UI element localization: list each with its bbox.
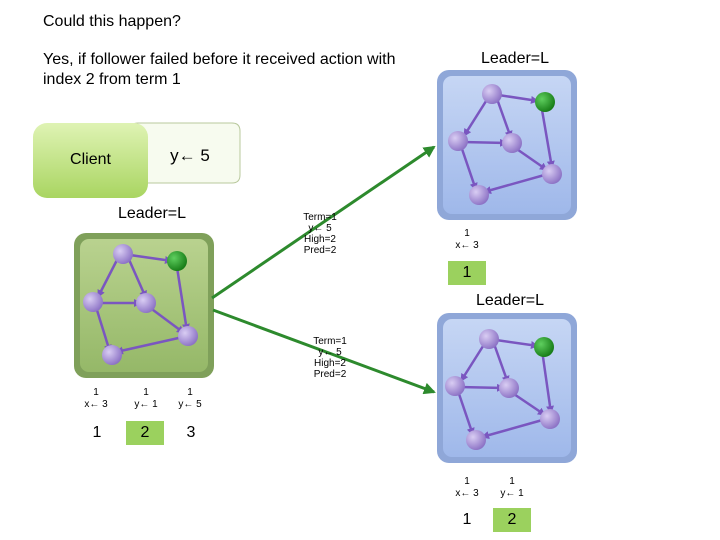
client-label: Client [70,151,111,168]
bottom-right-log-index-1: 1 [462,511,472,528]
bottom-right-cluster-graph [456,337,554,439]
message-pred: Pred=2 [303,245,337,256]
client-box: Client [33,123,148,198]
message-upper: Term=1 y← 5 High=2 Pred=2 [280,212,360,256]
leader-label-top-right: Leader=L [480,50,550,67]
bottom-right-log-entry-2: 1 y← 1 [492,476,532,500]
left-log-entry-2: 1 y← 1 [126,387,166,411]
leader-label-bottom-right: Leader=L [475,292,545,309]
message-term: Term=1 [303,212,337,223]
bottom-right-log-index-2: 2 [493,508,531,532]
left-log-index-2: 2 [126,421,164,445]
top-right-log-entry-1: 1 x← 3 [447,228,487,252]
log-term: 1 [143,387,149,398]
left-cluster-nodes [83,244,198,365]
top-right-cluster-nodes [448,84,562,205]
message-term: Term=1 [313,336,347,347]
message-lower: Term=1 y← 5 High=2 Pred=2 [290,336,370,380]
log-action: x← 3 [455,240,479,251]
message-high: High=2 [304,234,336,245]
leader-label-left: Leader=L [117,205,187,222]
left-log-entry-1: 1 x← 3 [76,387,116,411]
message-action: y← 5 [308,223,332,234]
log-term: 1 [187,387,193,398]
arrow-to-bottom-right [212,308,436,395]
top-right-cluster-graph [459,92,555,194]
log-term: 1 [464,228,470,239]
client-request-text: y← 5 [170,146,210,165]
log-action: y← 5 [178,399,202,410]
log-action: y← 1 [134,399,158,410]
log-term: 1 [464,476,470,487]
log-term: 1 [509,476,515,487]
left-log-entry-3: 1 y← 5 [170,387,210,411]
message-action: y← 5 [318,347,342,358]
log-action: x← 3 [84,399,108,410]
message-high: High=2 [314,358,346,369]
message-pred: Pred=2 [313,369,347,380]
top-right-log-index-1: 1 [448,261,486,285]
arrow-to-top-right [211,145,436,300]
message-arrows [211,145,436,395]
page-subtitle: Yes, if follower failed before it receiv… [43,51,396,88]
log-term: 1 [93,387,99,398]
log-action: x← 3 [455,488,479,499]
left-log-index-1: 1 [92,424,102,441]
bottom-right-cluster-nodes [445,329,560,450]
left-log-index-3: 3 [186,424,196,441]
log-action: y← 1 [500,488,524,499]
bottom-right-log-entry-1: 1 x← 3 [447,476,487,500]
page-title: Could this happen? [43,13,181,30]
